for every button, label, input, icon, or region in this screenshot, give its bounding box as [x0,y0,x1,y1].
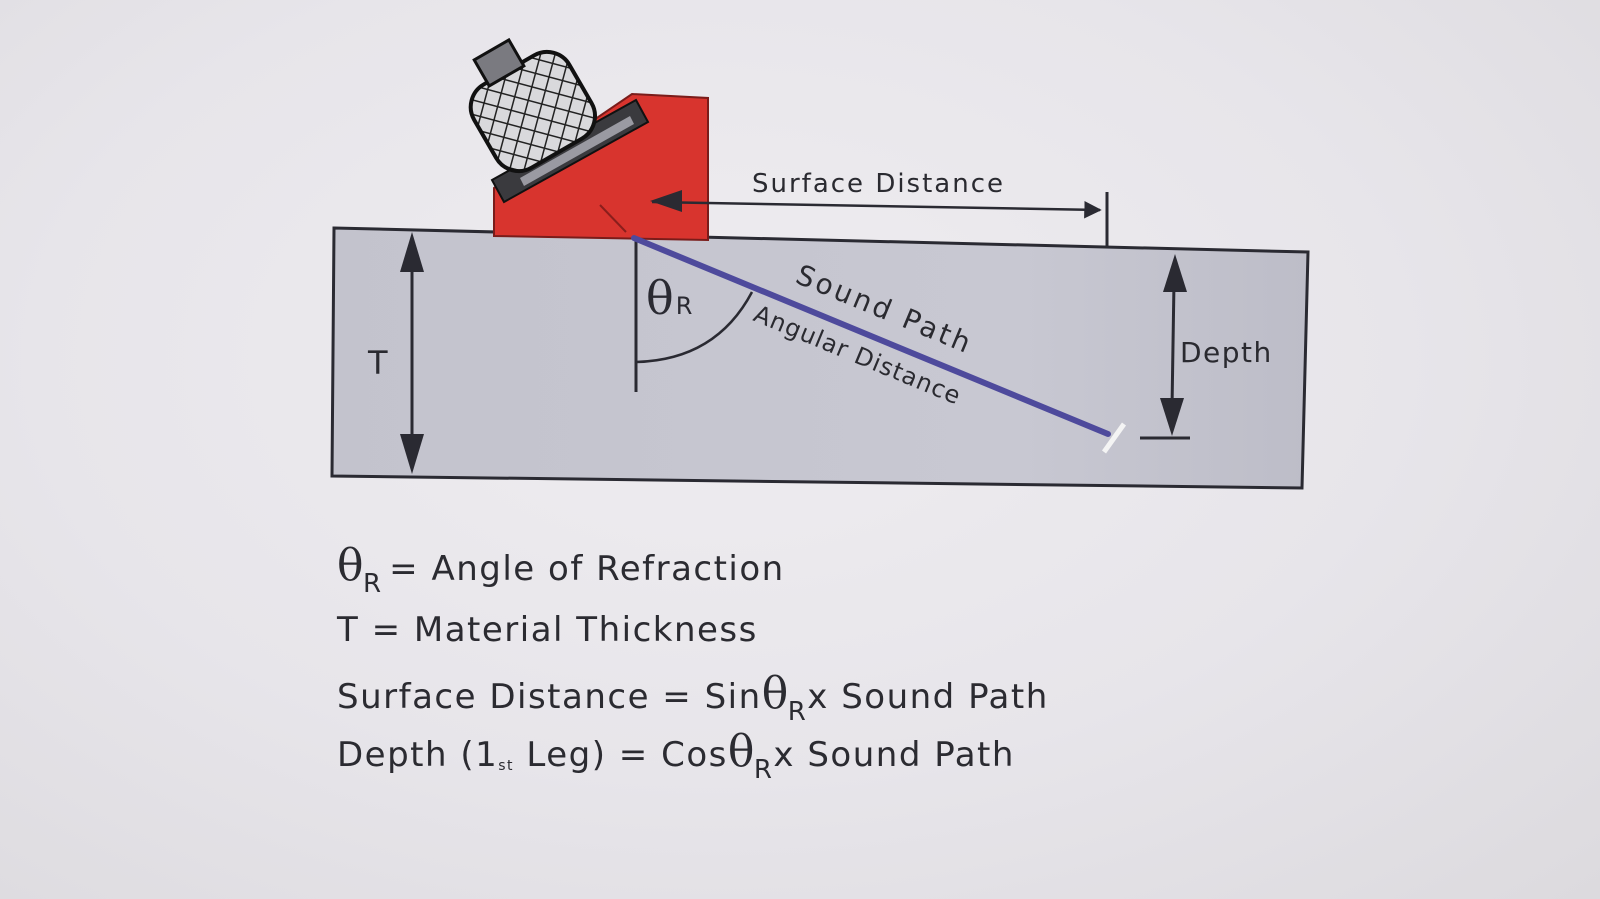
refraction-angle-arc [635,291,754,364]
formula-legend: θR = Angle of Refraction T = Material Th… [337,540,1049,785]
test-block [330,226,1310,490]
surface-distance-arrow [651,200,1102,219]
depth-arrow-bottom [1160,398,1184,436]
legend-row-surface-distance: Surface Distance = SinθRx Sound Path [337,668,1049,727]
depth-arrow-top [1163,254,1187,292]
depth-label: Depth [1180,336,1273,369]
index-point-arrow [650,190,682,212]
surface-distance-label: Surface Distance [752,169,1005,199]
theta-r-label: θR [646,271,692,325]
theta-subscript: R [753,755,774,785]
surface-distance-formula-tail: x Sound Path [807,677,1049,717]
theta-subscript: R [363,569,383,599]
theta-symbol: θ [337,540,365,591]
crystal-highlight [520,116,634,186]
legend-row-depth: Depth (1st Leg) = CosθRx Sound Path [337,726,1049,785]
legend-row-angle: θR = Angle of Refraction [337,540,1049,610]
reflector [1101,422,1127,454]
wedge-mark [599,204,627,233]
thickness-label: T [367,344,388,382]
thickness-arrow-top [400,232,424,272]
thickness-definition: T = Material Thickness [337,610,758,650]
depth-arrow [1170,281,1176,409]
legend-row-thickness: T = Material Thickness [337,610,1049,668]
angle-definition: = Angle of Refraction [389,549,785,589]
depth-formula-mid: Leg) = Cos [514,735,728,775]
probe-wedge [493,92,709,242]
theta-symbol: θ [761,668,790,719]
surface-distance-formula: Surface Distance = Sin [337,677,762,717]
first-leg-superscript: st [498,758,515,774]
theta-subscript: R [787,697,808,727]
depth-formula-tail: x Sound Path [773,735,1015,775]
depth-formula: Depth (1 [337,735,499,775]
sound-path-beam [631,235,1111,437]
transducer-body [468,37,597,174]
theta-symbol: θ [727,726,756,777]
thickness-arrow-bottom [400,434,424,474]
